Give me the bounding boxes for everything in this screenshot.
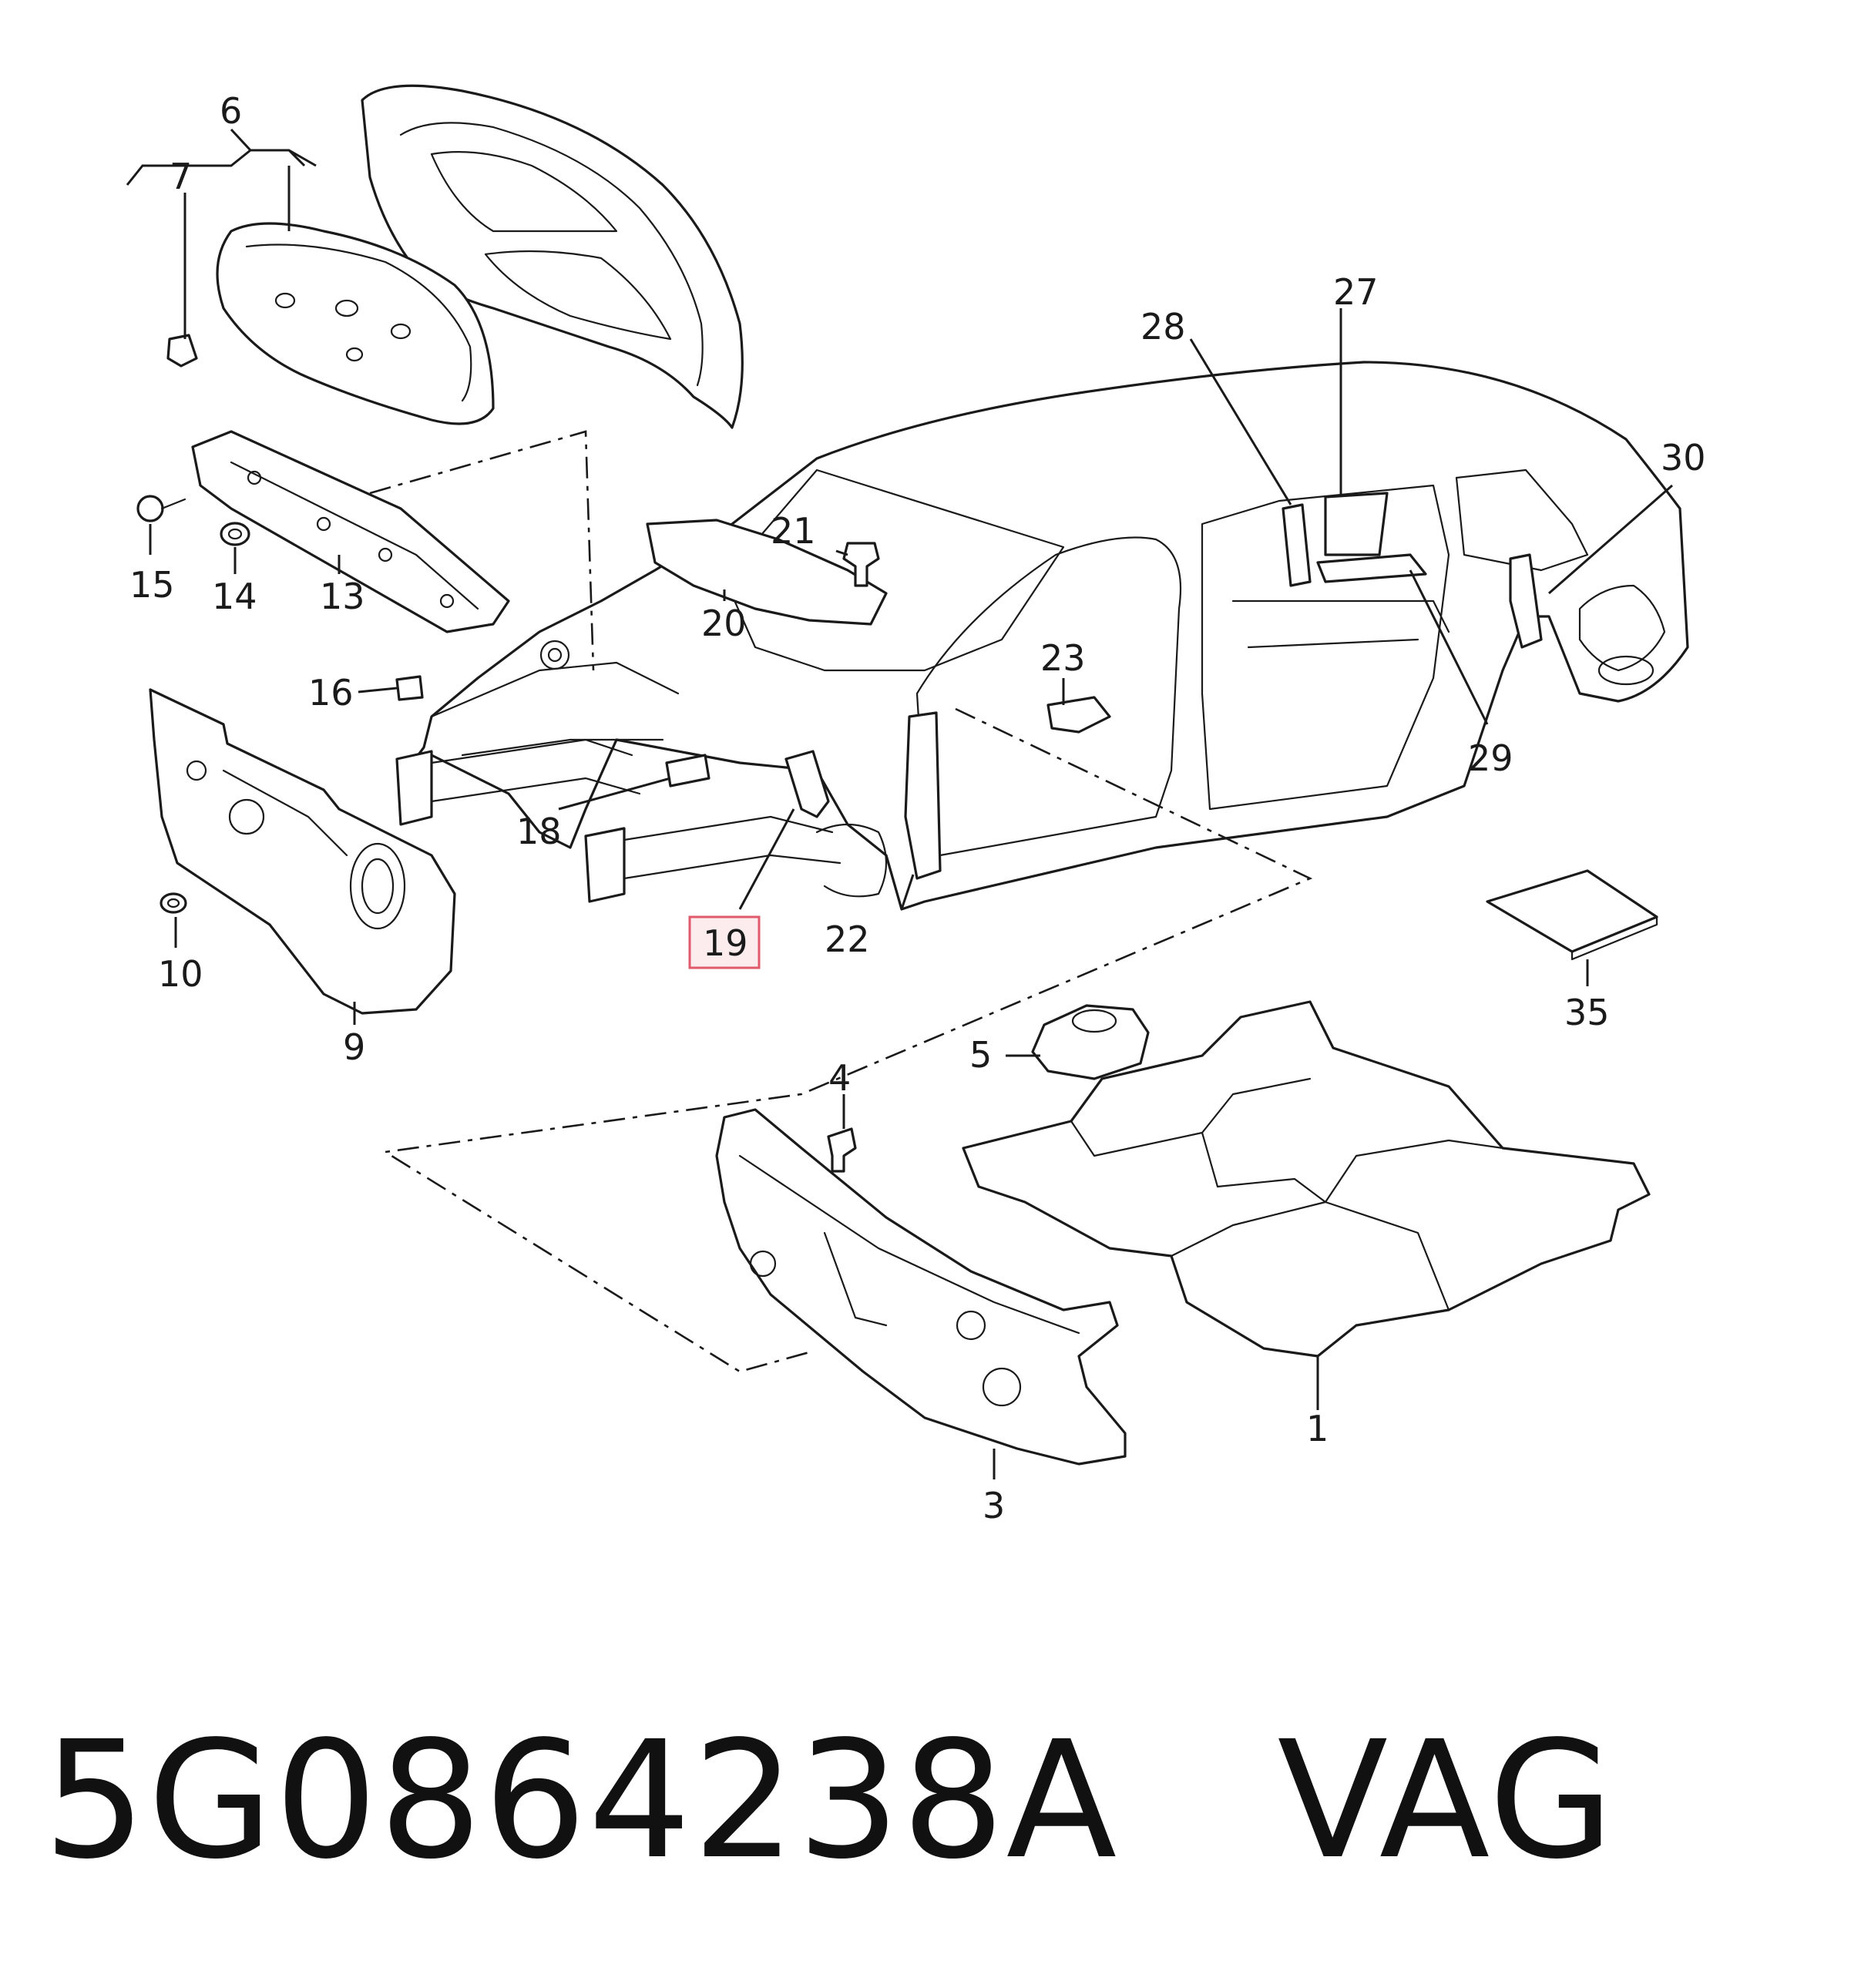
callout-28: 28 — [1140, 306, 1186, 348]
callout-20: 20 — [701, 603, 747, 644]
grommet-10 — [160, 892, 187, 914]
firewall-insulation-3 — [715, 1108, 1127, 1466]
hood-insulation — [216, 222, 495, 425]
callout-14: 14 — [212, 576, 257, 617]
callout-21: 21 — [771, 510, 816, 552]
fender-seal-13 — [191, 430, 510, 633]
part-number-caption: 5G0864238A VAG — [43, 1706, 1616, 1895]
callout-27: 27 — [1333, 271, 1379, 313]
clip-21 — [842, 542, 880, 587]
insulation-30 — [1509, 553, 1543, 649]
highlight-box — [688, 915, 761, 969]
callout-30: 30 — [1661, 437, 1706, 479]
screw-15 — [136, 495, 186, 522]
highlighted-callout-19[interactable]: 19 — [688, 915, 761, 969]
callout-7: 7 — [170, 156, 192, 197]
group-outlines — [369, 430, 1313, 1373]
insulation-23 — [1046, 696, 1111, 734]
callout-3: 3 — [983, 1485, 1005, 1526]
console-5 — [1031, 1004, 1150, 1080]
callout-16: 16 — [308, 672, 354, 714]
clip-7 — [166, 334, 198, 368]
callout-5: 5 — [969, 1034, 992, 1076]
foam-block-16 — [395, 675, 424, 701]
front-rail-right — [584, 815, 888, 903]
insulation-27 — [1324, 492, 1389, 556]
callout-13: 13 — [320, 576, 365, 617]
callout-18: 18 — [516, 811, 562, 852]
car-body — [399, 361, 1689, 911]
front-rail-left — [395, 738, 641, 826]
callout-29: 29 — [1468, 737, 1513, 779]
callout-10: 10 — [158, 953, 203, 995]
washer-14 — [220, 522, 250, 546]
callout-9: 9 — [343, 1026, 365, 1068]
pad-35 — [1486, 869, 1658, 961]
insulation-22 — [904, 711, 942, 880]
insulation-29 — [1316, 553, 1427, 583]
firewall-insulation-9 — [149, 688, 456, 1015]
callout-15: 15 — [129, 564, 175, 606]
insulation-19 — [784, 750, 830, 818]
callout-4: 4 — [828, 1057, 851, 1099]
callouts: 6 7 15 14 13 16 18 20 21 22 23 27 28 29 … — [129, 90, 1706, 1526]
insulation-28 — [1282, 503, 1312, 587]
insulation-20 — [646, 519, 888, 626]
foam-block-18 — [665, 754, 711, 787]
clip-4 — [827, 1127, 857, 1173]
callout-35: 35 — [1564, 992, 1610, 1033]
callout-6: 6 — [220, 90, 242, 132]
callout-19: 19 — [703, 922, 748, 964]
callout-22: 22 — [825, 918, 870, 960]
floor-carpet-1 — [962, 1000, 1651, 1358]
callout-23: 23 — [1040, 637, 1086, 679]
callout-1: 1 — [1306, 1408, 1329, 1449]
leader-lines — [126, 128, 1673, 1479]
